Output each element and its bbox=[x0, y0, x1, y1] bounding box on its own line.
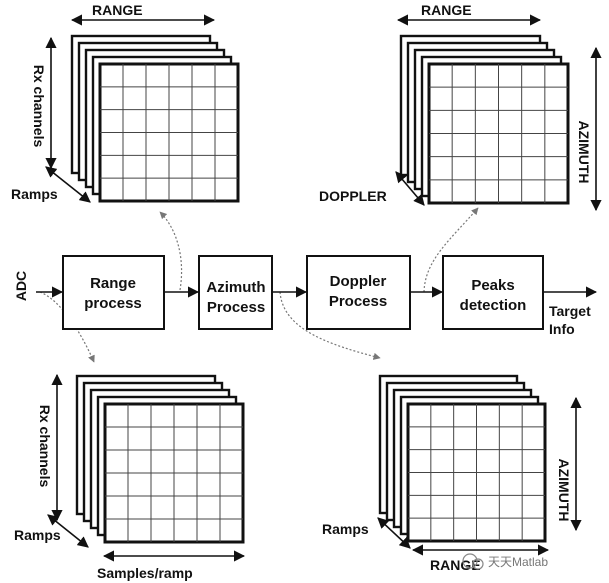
target-info-line1: Target bbox=[549, 303, 591, 319]
dimension-arrows-top-left bbox=[45, 14, 216, 203]
dimension-arrows-bottom-right bbox=[377, 396, 582, 556]
azimuth-process-line2: Process bbox=[207, 299, 265, 316]
range-process-line1: Range bbox=[90, 275, 136, 292]
doppler-process-line1: Doppler bbox=[330, 273, 387, 290]
dimension-arrows-top-right bbox=[395, 14, 602, 212]
front-grid-sheet bbox=[103, 402, 245, 544]
top-right-doppler-label: DOPPLER bbox=[319, 188, 387, 204]
range-process-line2: process bbox=[84, 295, 142, 312]
watermark: 天天Matlab bbox=[462, 553, 548, 570]
watermark-text: 天天Matlab bbox=[488, 555, 548, 569]
top-left-ramps-label: Ramps bbox=[11, 186, 58, 202]
azimuth-to-cube-connector bbox=[279, 291, 381, 360]
top-right-range-label: RANGE bbox=[421, 2, 472, 18]
top-left-rx-channels-label: Rx channels bbox=[31, 65, 47, 148]
wechat-icon bbox=[462, 553, 478, 569]
azimuth-process-line1: Azimuth bbox=[206, 279, 265, 296]
top-right-azimuth-label: AZIMUTH bbox=[576, 121, 592, 184]
doppler-process-block: Doppler Process bbox=[306, 255, 411, 330]
front-grid-sheet bbox=[98, 62, 240, 203]
bottom-left-ramps-label: Ramps bbox=[14, 527, 61, 543]
peaks-detection-line2: detection bbox=[460, 297, 527, 314]
target-info-line2: Info bbox=[549, 321, 575, 337]
front-grid-sheet bbox=[427, 62, 570, 205]
data-cube-bottom-right bbox=[378, 374, 547, 543]
gray-connectors bbox=[39, 207, 479, 363]
bottom-left-rx-channels-label: Rx channels bbox=[37, 405, 53, 488]
peaks-detection-line1: Peaks bbox=[471, 277, 514, 294]
bottom-left-samples-label: Samples/ramp bbox=[97, 565, 193, 581]
data-cube-bottom-left bbox=[75, 374, 245, 544]
bottom-right-ramps-label: Ramps bbox=[322, 521, 369, 537]
top-left-range-label: RANGE bbox=[92, 2, 143, 18]
data-cube-top-left bbox=[70, 34, 240, 203]
doppler-to-cube-connector bbox=[423, 207, 479, 293]
dimension-arrows-bottom-left bbox=[47, 373, 246, 562]
range-process-block: Range process bbox=[62, 255, 165, 330]
adc-label: ADC bbox=[13, 271, 29, 301]
bottom-right-range-label: RANGE bbox=[430, 557, 481, 573]
data-cube-top-right bbox=[399, 34, 570, 205]
azimuth-process-block: Azimuth Process bbox=[198, 255, 273, 330]
front-grid-sheet bbox=[406, 402, 547, 543]
doppler-process-line2: Process bbox=[329, 293, 387, 310]
peaks-detection-block: Peaks detection bbox=[442, 255, 544, 330]
bottom-right-azimuth-label: AZIMUTH bbox=[556, 459, 572, 522]
range-to-cube-connector bbox=[159, 211, 183, 291]
